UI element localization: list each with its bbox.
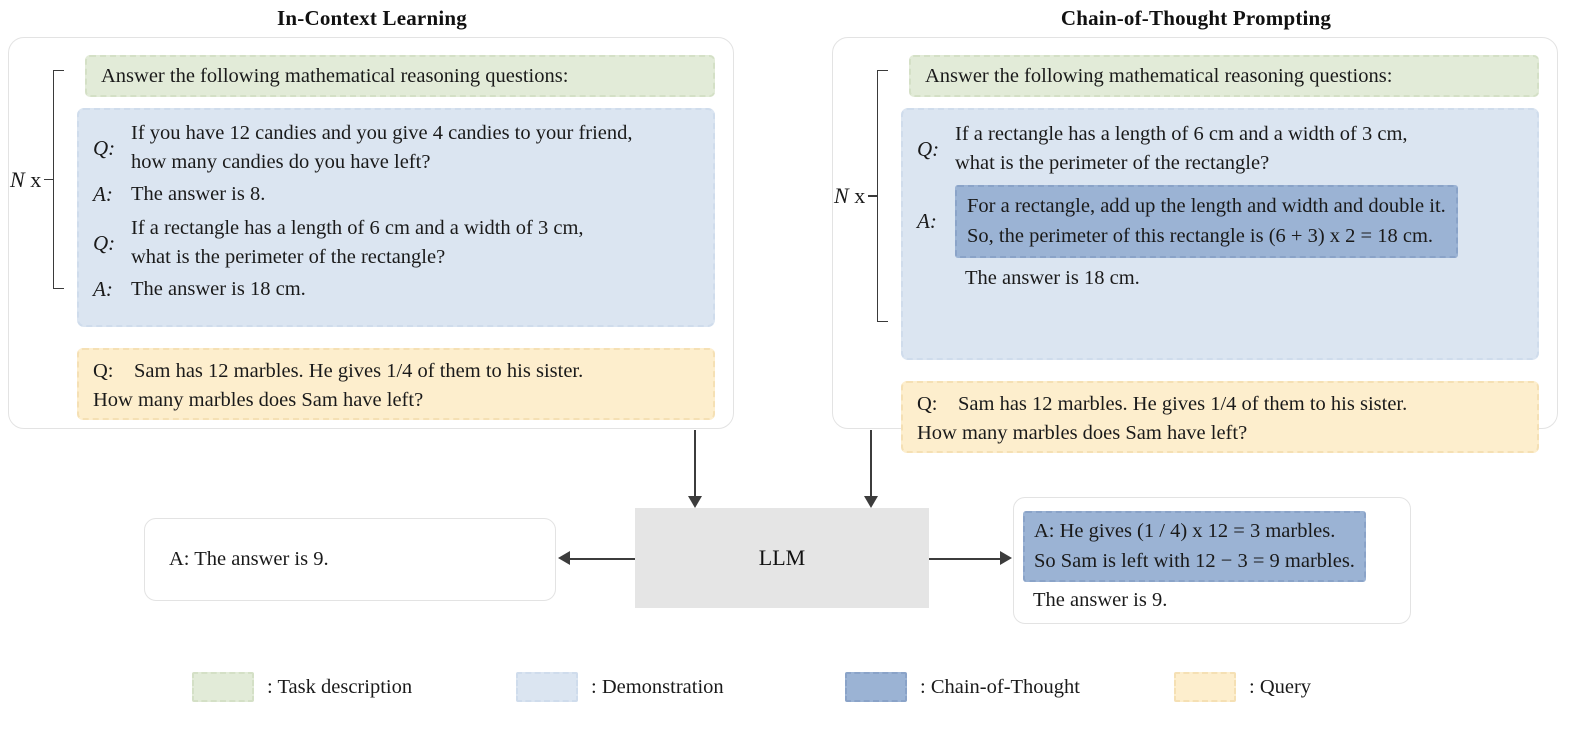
demo-text-q1-line1-left: If you have 12 candies and you give 4 ca… <box>131 122 633 144</box>
demo-row-q-right: Q: If a rectangle has a length of 6 cm a… <box>903 110 1537 178</box>
chain-of-thought-block-right: For a rectangle, add up the length and w… <box>955 185 1458 258</box>
arrow-head-llm-to-right-output <box>1000 551 1012 565</box>
arrow-line-llm-to-right-output <box>928 558 1000 560</box>
legend-item-task-description: : Task description <box>192 672 412 702</box>
repeat-label-n-left: N <box>10 166 25 192</box>
repeat-label-x-right: x <box>848 183 866 208</box>
prompt-panel-in-context-learning: Answer the following mathematical reason… <box>8 37 734 429</box>
arrow-head-left-panel-to-llm <box>688 496 702 508</box>
demo-row-a-right: A: For a rectangle, add up the length an… <box>903 178 1537 258</box>
output-cot-line2: So Sam is left with 12 − 3 = 9 marbles. <box>1034 550 1355 572</box>
llm-box: LLM <box>635 508 929 608</box>
legend-item-demonstration: : Demonstration <box>516 672 724 702</box>
legend: : Task description : Demonstration : Cha… <box>0 672 1593 712</box>
repeat-bracket-right: N x <box>834 70 889 322</box>
repeat-label-x-left: x <box>24 166 42 192</box>
query-line1-right: Q: Sam has 12 marbles. He gives 1/4 of t… <box>917 393 1408 415</box>
demo-text-a1-line1-left: The answer is 8. <box>131 183 266 205</box>
query-line1-left: Q: Sam has 12 marbles. He gives 1/4 of t… <box>93 360 584 382</box>
query-line2-left: How many marbles does Sam have left? <box>93 389 424 411</box>
output-cot-line1: A: He gives (1 / 4) x 12 = 3 marbles. <box>1034 520 1336 542</box>
cot-line2-right: So, the perimeter of this rectangle is (… <box>967 225 1434 247</box>
repeat-bracket-left: N x <box>10 70 65 289</box>
column-title-chain-of-thought-prompting: Chain-of-Thought Prompting <box>1060 6 1332 30</box>
arrow-line-left-panel-to-llm <box>694 430 696 498</box>
llm-label: LLM <box>758 545 806 570</box>
demo-text-a2-line1-left: The answer is 18 cm. <box>131 278 306 300</box>
demo-text-a2-left: The answer is 18 cm. <box>131 275 306 304</box>
demo-row-q2-left: Q: If a rectangle has a length of 6 cm a… <box>79 209 713 272</box>
arrow-head-llm-to-left-output <box>558 551 570 565</box>
task-description-block-right: Answer the following mathematical reason… <box>909 55 1539 97</box>
task-description-text-right: Answer the following mathematical reason… <box>925 64 1393 87</box>
column-title-in-context-learning: In-Context Learning <box>277 6 467 30</box>
task-description-block-left: Answer the following mathematical reason… <box>85 55 715 97</box>
demo-label-a2-left: A: <box>93 277 113 301</box>
legend-label-task-description: : Task description <box>267 675 413 698</box>
legend-swatch-query <box>1174 672 1236 702</box>
demo-text-q1-line2-left: how many candies do you have left? <box>131 151 431 173</box>
prompt-panel-chain-of-thought: Answer the following mathematical reason… <box>832 37 1558 453</box>
repeat-label-n-right: N <box>834 183 849 208</box>
demo-row-a1-left: A: The answer is 8. <box>79 177 713 209</box>
legend-item-chain-of-thought: : Chain-of-Thought <box>845 672 1080 702</box>
legend-swatch-demonstration <box>516 672 578 702</box>
repeat-label-left: N x <box>10 167 41 193</box>
arrow-head-right-panel-to-llm <box>864 496 878 508</box>
query-block-right: Q: Sam has 12 marbles. He gives 1/4 of t… <box>901 381 1539 453</box>
demo-text-q-right: If a rectangle has a length of 6 cm and … <box>955 120 1408 178</box>
demo-text-q2-line2-left: what is the perimeter of the rectangle? <box>131 246 446 268</box>
demo-text-a1-left: The answer is 8. <box>131 180 265 209</box>
demo-row-q1-left: Q: If you have 12 candies and you give 4… <box>79 110 713 177</box>
demo-row-a2-left: A: The answer is 18 cm. <box>79 272 713 304</box>
query-block-left: Q: Sam has 12 marbles. He gives 1/4 of t… <box>77 348 715 420</box>
repeat-label-right: N x <box>834 183 865 209</box>
demo-text-q-line1-right: If a rectangle has a length of 6 cm and … <box>955 123 1408 145</box>
output-box-chain-of-thought: A: He gives (1 / 4) x 12 = 3 marbles. So… <box>1013 497 1411 624</box>
demo-label-a1-left: A: <box>93 182 113 206</box>
demo-row-final-right: The answer is 18 cm. <box>903 258 1537 293</box>
legend-label-demonstration: : Demonstration <box>591 675 724 698</box>
demo-label-q-right: Q: <box>917 136 940 161</box>
demo-text-q2-line1-left: If a rectangle has a length of 6 cm and … <box>131 217 584 239</box>
demo-label-q2-left: Q: <box>93 230 116 255</box>
output-text-left: A: The answer is 9. <box>169 548 329 570</box>
legend-swatch-chain-of-thought <box>845 672 907 702</box>
demo-text-q1-left: If you have 12 candies and you give 4 ca… <box>131 119 633 177</box>
cot-line1-right: For a rectangle, add up the length and w… <box>967 195 1446 217</box>
demo-text-q2-left: If a rectangle has a length of 6 cm and … <box>131 214 584 272</box>
legend-label-query: : Query <box>1249 675 1312 698</box>
demonstration-block-left: Q: If you have 12 candies and you give 4… <box>77 108 715 327</box>
arrow-line-llm-to-left-output <box>570 558 636 560</box>
demo-label-q1-left: Q: <box>93 135 116 160</box>
legend-swatch-task-description <box>192 672 254 702</box>
demo-final-answer-right: The answer is 18 cm. <box>965 267 1140 289</box>
repeat-dash-right <box>868 195 878 197</box>
demo-label-a-right: A: <box>917 209 937 233</box>
output-box-in-context-learning: A: The answer is 9. <box>144 518 556 601</box>
demo-text-q-line2-right: what is the perimeter of the rectangle? <box>955 152 1270 174</box>
legend-label-chain-of-thought: : Chain-of-Thought <box>920 675 1080 698</box>
arrow-line-right-panel-to-llm <box>870 430 872 498</box>
task-description-text-left: Answer the following mathematical reason… <box>101 64 569 87</box>
repeat-dash-left <box>44 178 54 181</box>
query-line2-right: How many marbles does Sam have left? <box>917 422 1248 444</box>
repeat-bracket-shape-right <box>877 70 889 322</box>
repeat-bracket-shape-left <box>53 70 65 289</box>
output-chain-of-thought-block: A: He gives (1 / 4) x 12 = 3 marbles. So… <box>1023 511 1366 582</box>
legend-item-query: : Query <box>1174 672 1311 702</box>
demonstration-block-right: Q: If a rectangle has a length of 6 cm a… <box>901 108 1539 360</box>
output-final-answer-right: The answer is 9. <box>1033 589 1168 611</box>
